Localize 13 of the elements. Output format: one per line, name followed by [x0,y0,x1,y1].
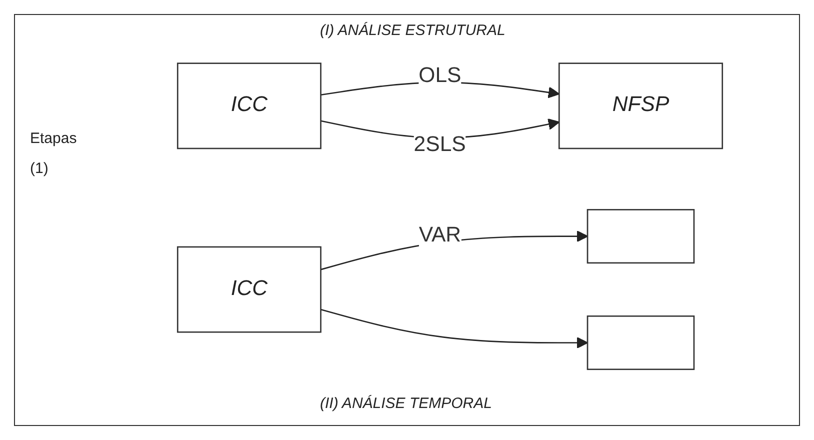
side-label: (1) [30,160,48,177]
side-label: Etapas [30,130,77,147]
node-box [586,315,695,370]
node-box: ICC [176,246,322,333]
arrow [320,308,588,349]
node-box: NFSP [558,62,724,150]
edge-label: 2SLS [414,134,466,156]
section-heading: (I) ANÁLISE ESTRUTURAL [320,22,506,39]
node-box [586,209,695,264]
edge-label: OLS [418,64,462,88]
edge-label: VAR [418,224,462,247]
section-heading: (II) ANÁLISE TEMPORAL [320,395,492,412]
node-box: ICC [176,62,322,150]
